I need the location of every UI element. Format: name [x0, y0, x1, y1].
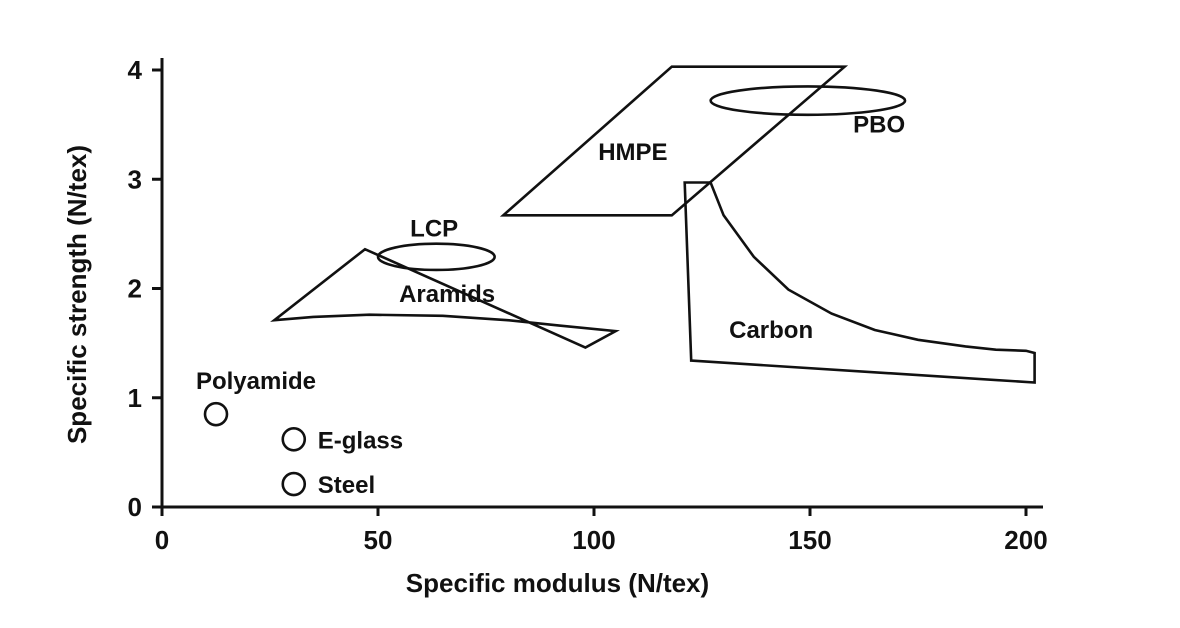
x-ticks: 0 50 100 150 200 [155, 507, 1048, 555]
region-pbo [709, 85, 907, 117]
region-label-pbo: PBO [853, 112, 905, 139]
x-tick-label: 100 [572, 525, 615, 555]
point-label-steel: Steel [318, 472, 375, 499]
x-tick-label: 50 [364, 525, 393, 555]
y-tick-label: 3 [128, 164, 142, 194]
y-axis-title: Specific strength (N/tex) [62, 145, 92, 444]
point-label-e-glass: E-glass [318, 427, 403, 454]
region-lcp [376, 242, 496, 272]
y-tick-label: 4 [128, 55, 143, 85]
y-tick-label: 1 [128, 383, 142, 413]
region-hmpe [499, 65, 849, 217]
region-carbon [683, 181, 1036, 384]
point-e-glass [281, 426, 307, 452]
x-tick-label: 200 [1004, 525, 1047, 555]
region-label-aramids: Aramids [399, 281, 495, 308]
point-label-polyamide: Polyamide [196, 368, 316, 395]
x-axis-title: Specific modulus (N/tex) [406, 568, 709, 598]
region-label-hmpe: HMPE [598, 139, 667, 166]
point-steel [281, 471, 307, 497]
y-tick-label: 0 [128, 492, 142, 522]
region-label-lcp: LCP [410, 215, 458, 242]
x-tick-label: 0 [155, 525, 169, 555]
region-aramids [270, 247, 620, 349]
point-polyamide [203, 401, 229, 427]
x-tick-label: 150 [788, 525, 831, 555]
y-ticks: 0 1 2 3 4 [128, 55, 162, 522]
region-label-carbon: Carbon [729, 317, 813, 344]
y-tick-label: 2 [128, 274, 142, 304]
